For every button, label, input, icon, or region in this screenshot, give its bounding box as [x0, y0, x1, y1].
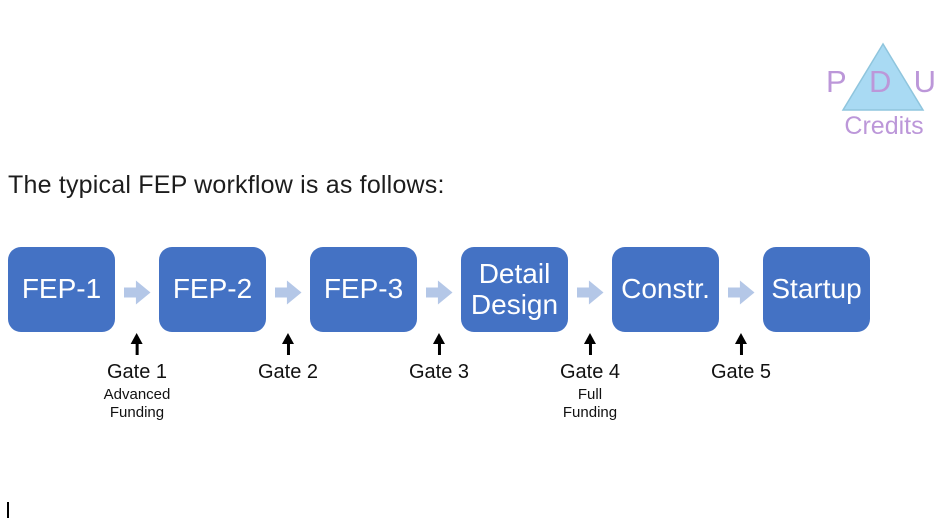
logo-letter-p: P — [826, 64, 847, 99]
page-title: The typical FEP workflow is as follows: — [8, 171, 445, 199]
flow-connector — [719, 274, 763, 306]
logo-letters: P D U — [826, 66, 936, 97]
gate-label: Gate 2 — [257, 361, 319, 383]
gate-2-marker: Gate 2 — [258, 333, 318, 384]
fep-workflow-diagram: FEP-1 FEP-2 FEP-3 Detail Design Constr. … — [8, 247, 870, 332]
up-arrow-icon — [583, 333, 596, 355]
right-arrow-icon — [576, 280, 604, 305]
gate-label: Gate 3 — [408, 361, 470, 383]
flow-connector — [115, 274, 159, 306]
right-arrow-icon — [274, 280, 302, 305]
workflow-step-startup: Startup — [763, 247, 870, 332]
gate-4-marker: Gate 4 Full Funding — [560, 333, 620, 422]
logo-letter-d: D — [868, 64, 892, 99]
flow-connector — [568, 274, 612, 306]
gate-1-marker: Gate 1 Advanced Funding — [103, 333, 171, 422]
workflow-step-detail-design: Detail Design — [461, 247, 568, 332]
up-arrow-icon — [432, 333, 445, 355]
gate-5-marker: Gate 5 — [711, 333, 771, 384]
logo-credits-label: Credits — [844, 112, 924, 140]
flow-connector — [417, 274, 461, 306]
logo-letter-u: U — [913, 64, 936, 99]
workflow-step-fep-3: FEP-3 — [310, 247, 417, 332]
workflow-step-fep-1: FEP-1 — [8, 247, 115, 332]
flow-connector — [266, 274, 310, 306]
right-arrow-icon — [727, 280, 755, 305]
right-arrow-icon — [123, 280, 151, 305]
gate-sublabel: Full Funding — [562, 386, 618, 421]
up-arrow-icon — [131, 333, 143, 355]
triangle-icon — [841, 42, 925, 111]
gate-label: Gate 1 — [106, 361, 168, 383]
text-cursor — [7, 502, 9, 518]
gate-sublabel: Advanced Funding — [103, 386, 171, 421]
workflow-step-fep-2: FEP-2 — [159, 247, 266, 332]
gate-label: Gate 5 — [710, 361, 772, 383]
up-arrow-icon — [281, 333, 294, 355]
right-arrow-icon — [425, 280, 453, 305]
workflow-step-constr: Constr. — [612, 247, 719, 332]
pdu-credits-logo: P D U Credits — [820, 38, 946, 142]
gate-label: Gate 4 — [559, 361, 621, 383]
up-arrow-icon — [734, 333, 747, 355]
gate-3-marker: Gate 3 — [409, 333, 469, 384]
